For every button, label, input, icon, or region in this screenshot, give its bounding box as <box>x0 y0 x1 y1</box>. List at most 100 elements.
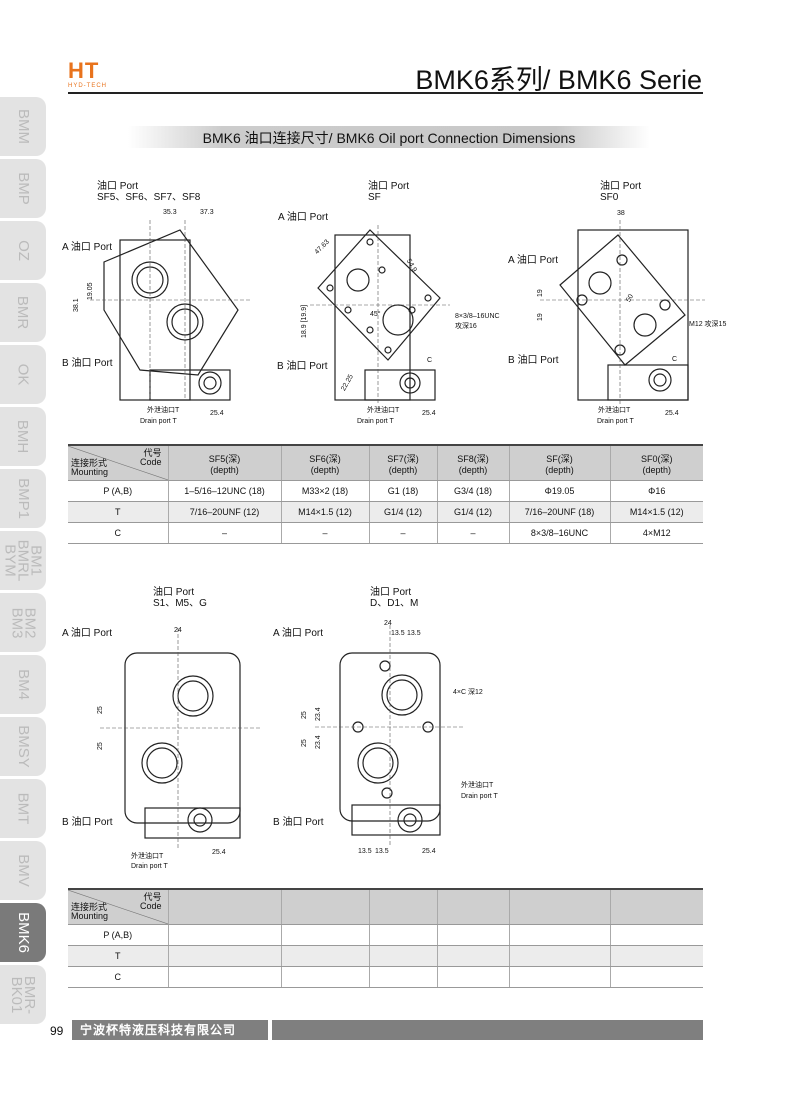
table-row: P (A,B) <box>68 924 703 946</box>
series-tab-label: OZ <box>14 240 32 261</box>
drawing-4-caption: 油口 Port S1、M5、G <box>153 587 207 609</box>
drawing-1-dim-1: 35.3 <box>163 209 177 216</box>
table-cell <box>610 924 703 946</box>
row-label: C <box>68 522 169 544</box>
drawing-1-caption: 油口 Port SF5、SF6、SF7、SF8 <box>97 181 201 203</box>
table-row: P (A,B) 1–5/16–12UNC (18) M33×2 (18) G1 … <box>68 480 703 502</box>
logo-subtext: HYD-TECH <box>68 83 107 89</box>
company-name: 宁波杯特液压科技有限公司 <box>72 1020 268 1040</box>
company-logo: HT HYD-TECH <box>68 60 114 90</box>
drawing-5-d-d1-m: 24 13.5 13.5 25 23.4 25 23.4 13.5 13.5 2… <box>301 620 465 855</box>
table-cell <box>509 966 611 988</box>
drawing-4-dim-2: 25 <box>97 706 104 714</box>
series-tab-bm1-bmrl-bym[interactable]: BM1 BMRL BYM <box>0 531 46 590</box>
drawing-1-a-port: A 油口 Port <box>62 242 113 253</box>
drawing-2-thread-note: 8×3/8–16UNC <box>455 313 500 320</box>
series-tab-bmp[interactable]: BMP <box>0 159 46 218</box>
series-tab-bmsy[interactable]: BMSY <box>0 717 46 776</box>
table-header-row: 代号 Code 连接形式 Mounting SF5(深) (depth) SF6… <box>68 444 703 481</box>
series-tab-label: BMP1 <box>14 478 32 519</box>
drawing-5-drain-en: Drain port T <box>461 793 498 800</box>
drawing-2-b-port: B 油口 Port <box>277 361 328 372</box>
table-cell: G3/4 (18) <box>437 480 510 502</box>
series-tab-oz[interactable]: OZ <box>0 221 46 280</box>
drawing-3-dim-2: 19 <box>537 289 544 297</box>
table-cell <box>509 945 611 967</box>
series-tab-label: BMM <box>14 109 32 144</box>
drawing-2-dim-1: 47.63 <box>314 238 331 255</box>
drawing-4-drain-cn: 外泄油口T <box>131 853 164 860</box>
table-cell: Φ16 <box>610 480 703 502</box>
drawing-3-caption: 油口 Port SF0 <box>600 181 642 203</box>
table-cell: G1 (18) <box>369 480 438 502</box>
series-tab-label: BMR <box>14 295 32 330</box>
drawing-2-sf: 47.63 54.9 18.9 [19.9] 45° 22.25 25.4 C <box>301 225 450 417</box>
drawing-4-dim-1: 24 <box>174 627 182 634</box>
series-tab-ok[interactable]: OK <box>0 345 46 404</box>
drawing-5-caption: 油口 Port D、D1、M <box>370 587 419 609</box>
table-cell <box>437 966 510 988</box>
drawing-5-b-port: B 油口 Port <box>273 817 324 828</box>
series-tab-bmr--bk01[interactable]: BMR- BK01 <box>0 965 46 1024</box>
page-title: BMK6系列/ BMK6 Serie <box>415 65 702 95</box>
table-cell: G1/4 (12) <box>369 501 438 523</box>
series-tab-label: BMV <box>14 854 32 887</box>
drawing-5-dim-8: 13.5 <box>358 848 372 855</box>
section-title: BMK6 油口连接尺寸/ BMK6 Oil port Connection Di… <box>202 130 576 146</box>
page-number: 99 <box>50 1024 64 1038</box>
series-tab-label: BMT <box>14 792 32 825</box>
col-header: SF8(深) (depth) <box>437 444 510 481</box>
drawing-1-drain-en: Drain port T <box>140 418 177 425</box>
drawing-2-dim-6: 25.4 <box>422 410 436 417</box>
drawing-5-dim-6: 25 <box>301 739 308 747</box>
drawing-3-drain-cn: 外泄油口T <box>598 407 631 414</box>
series-tab-label: BMK6 <box>14 912 32 953</box>
series-tab-bmk6[interactable]: BMK6 <box>0 903 46 962</box>
table-cell: – <box>168 522 282 544</box>
drawing-2-drain-en: Drain port T <box>357 418 394 425</box>
table-cell <box>437 945 510 967</box>
drawing-3-c-label: C <box>672 356 677 363</box>
table-row: C – – – – 8×3/8–16UNC 4×M12 <box>68 522 703 544</box>
col-header: SF(深) (depth) <box>509 444 611 481</box>
col-header: SF0(深) (depth) <box>610 444 703 481</box>
series-tab-bmm[interactable]: BMM <box>0 97 46 156</box>
series-tab-bmr[interactable]: BMR <box>0 283 46 342</box>
table-cell: – <box>369 522 438 544</box>
series-tab-bm2-bm3[interactable]: BM2 BM3 <box>0 593 46 652</box>
series-tab-bm4[interactable]: BM4 <box>0 655 46 714</box>
col-header <box>437 888 510 925</box>
corner-mounting-label: 连接形式 Mounting <box>71 903 108 921</box>
drawing-3-b-port: B 油口 Port <box>508 355 559 366</box>
col-header <box>610 888 703 925</box>
series-tab-bmt[interactable]: BMT <box>0 779 46 838</box>
col-header <box>281 888 370 925</box>
corner-code-label: 代号 Code <box>140 449 162 467</box>
table-cell: 4×M12 <box>610 522 703 544</box>
table-cell <box>369 924 438 946</box>
drawing-3-dim-4: 50 <box>625 293 635 303</box>
col-header: SF6(深) (depth) <box>281 444 370 481</box>
series-tab-bmv[interactable]: BMV <box>0 841 46 900</box>
logo-mark: HT <box>68 58 100 83</box>
corner-code-text: 代号 Code <box>139 448 162 467</box>
drawing-2-dim-4: 45° <box>370 310 381 318</box>
footer-bar <box>272 1020 703 1040</box>
table-cell: 7/16–20UNF (18) <box>509 501 611 523</box>
drawing-3-a-port: A 油口 Port <box>508 255 559 266</box>
drawing-2-depth-note: 攻深16 <box>455 323 477 330</box>
series-tab-label: BMH <box>14 419 32 454</box>
drawing-1-b-port: B 油口 Port <box>62 358 113 369</box>
series-tab-bmh[interactable]: BMH <box>0 407 46 466</box>
drawing-3-dim-3: 19 <box>537 313 544 321</box>
table-row: T <box>68 945 703 967</box>
col-header <box>369 888 438 925</box>
corner-code-label: 代号 Code <box>140 893 162 911</box>
table-corner-cell: 代号 Code 连接形式 Mounting <box>68 888 169 925</box>
drawing-5-dim-3: 13.5 <box>407 630 421 637</box>
series-tab-bmp1[interactable]: BMP1 <box>0 469 46 528</box>
table-cell: – <box>437 522 510 544</box>
table-corner-cell: 代号 Code 连接形式 Mounting <box>68 444 169 481</box>
table-cell: – <box>281 522 370 544</box>
corner-mounting-text: 连接形式 Mounting <box>71 902 109 921</box>
